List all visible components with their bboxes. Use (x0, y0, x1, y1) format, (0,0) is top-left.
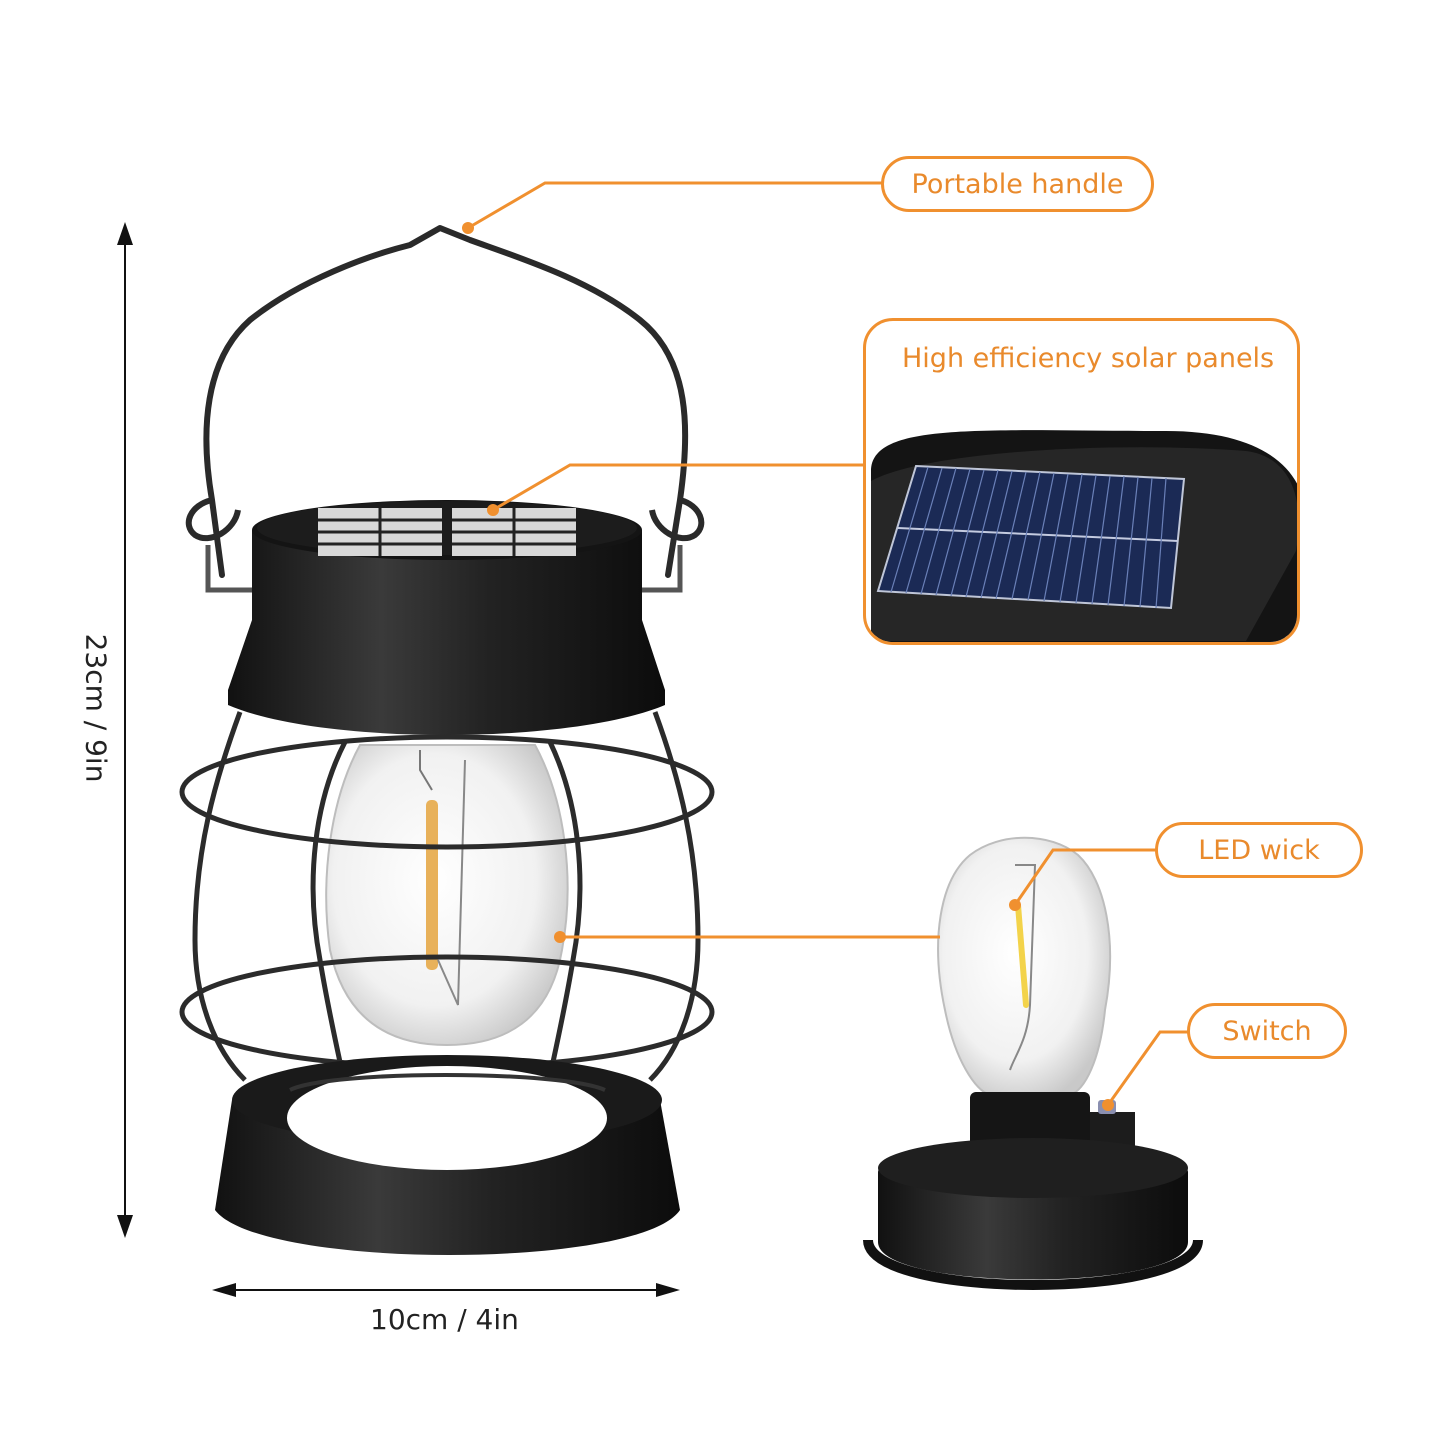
width-dimension-arrow (212, 1283, 680, 1297)
lantern-bulb (325, 744, 569, 1047)
handle-hook-right (649, 497, 705, 542)
lantern-base (215, 1055, 680, 1255)
callout-label: Portable handle (911, 168, 1124, 200)
callout-dots (462, 222, 1114, 1111)
callout-label: Switch (1222, 1015, 1312, 1047)
callout-lines (467, 181, 1189, 1106)
handle-hook-left (185, 497, 241, 542)
callout-led-wick: LED wick (1155, 822, 1363, 878)
top-solar-panel (318, 508, 576, 556)
lantern-top-cap (228, 500, 665, 735)
height-dimension-label: 23cm / 9in (79, 633, 113, 783)
callout-switch: Switch (1187, 1003, 1347, 1059)
callout-label: LED wick (1198, 834, 1320, 866)
solar-cells (876, 464, 1186, 610)
callout-solar-panels: High efficiency solar panels (863, 318, 1300, 645)
spare-bulb (937, 836, 1112, 1096)
solar-panel-closeup (871, 430, 1297, 642)
callout-portable-handle: Portable handle (881, 156, 1154, 212)
height-dimension-arrow (117, 222, 133, 1238)
handle-wire (203, 225, 689, 578)
width-dimension-label: 10cm / 4in (370, 1303, 519, 1336)
lantern-cage (179, 711, 715, 1101)
switch-base (863, 1092, 1203, 1290)
callout-label: High efficiency solar panels (902, 343, 1275, 374)
